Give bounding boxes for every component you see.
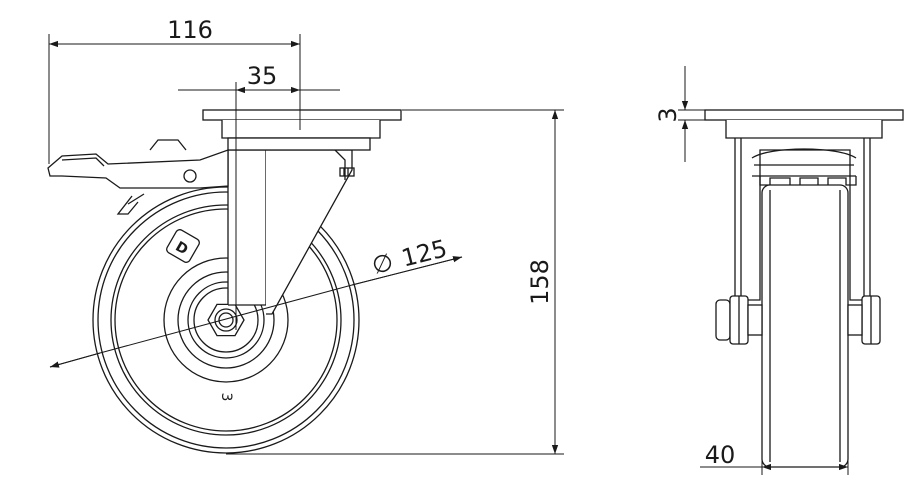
brake-lever: [47, 139, 229, 215]
wheel-side: [92, 186, 360, 454]
front-view: [704, 109, 904, 468]
fork-bolts: [339, 167, 355, 177]
dimension-offset: [178, 82, 340, 330]
dim-125-label: ∅ 125: [369, 234, 450, 280]
dim-158-label: 158: [526, 259, 554, 305]
brand-mark: D: [166, 229, 200, 263]
hub-mark: 3: [218, 393, 234, 402]
dimension-wheel-diameter: [49, 256, 463, 368]
side-view: D 3: [47, 109, 402, 454]
dimension-wheel-width: [700, 440, 849, 475]
dimension-plate-thickness: [678, 66, 705, 162]
dimension-overall-width: [48, 34, 301, 164]
dim-3-label: 3: [654, 107, 682, 122]
dim-125-value: 125: [399, 234, 450, 272]
dim-40-label: 40: [705, 441, 736, 469]
dim-116-label: 116: [167, 16, 213, 44]
fork: [227, 149, 353, 315]
diameter-symbol: ∅: [369, 248, 396, 280]
axle-nut: [207, 303, 245, 337]
brand-letter: D: [172, 239, 190, 259]
dimension-total-height: [226, 109, 564, 455]
dim-35-label: 35: [247, 62, 278, 90]
top-plate-side: [202, 109, 402, 151]
